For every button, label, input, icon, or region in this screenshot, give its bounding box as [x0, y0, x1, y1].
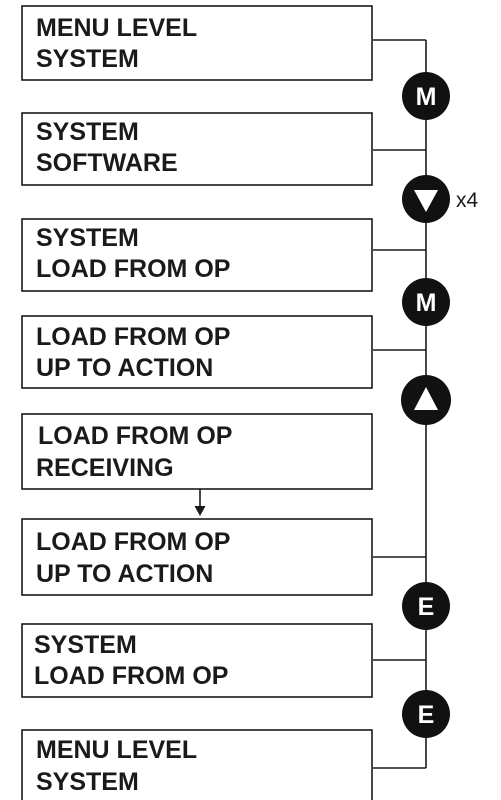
screen-4-line-2: UP TO ACTION	[36, 354, 213, 382]
menu-key-2-label: M	[416, 289, 437, 317]
display-screen-1: MENU LEVEL SYSTEM	[21, 5, 373, 81]
display-screen-4: LOAD FROM OP UP TO ACTION	[21, 315, 373, 389]
screen-1-line-2: SYSTEM	[36, 45, 139, 73]
menu-key-1: M	[402, 72, 450, 120]
screen-3-line-1: SYSTEM	[36, 224, 139, 252]
screen-3-line-2: LOAD FROM OP	[36, 255, 230, 283]
screen-2-line-1: SYSTEM	[36, 118, 139, 146]
up-key	[401, 375, 451, 425]
display-screen-7: SYSTEM LOAD FROM OP	[21, 623, 373, 698]
screen-6-line-2: UP TO ACTION	[36, 560, 213, 588]
transition-arrow	[194, 489, 206, 516]
display-screen-5: LOAD FROM OP RECEIVING	[21, 413, 373, 490]
screen-2-line-2: SOFTWARE	[36, 149, 178, 177]
screen-6-line-1: LOAD FROM OP	[36, 528, 230, 556]
screen-5-line-1: LOAD FROM OP	[38, 422, 232, 450]
up-triangle-icon	[414, 387, 438, 410]
screen-1-line-1: MENU LEVEL	[36, 14, 197, 42]
display-screen-8: MENU LEVEL SYSTEM	[21, 729, 373, 800]
screen-5-line-2: RECEIVING	[36, 454, 174, 482]
menu-key-2: M	[402, 278, 450, 326]
escape-key-1-label: E	[418, 593, 435, 621]
down-triangle-icon	[414, 190, 438, 212]
menu-key-1-label: M	[416, 83, 437, 111]
display-screen-6: LOAD FROM OP UP TO ACTION	[21, 518, 373, 596]
screen-8-line-2: SYSTEM	[36, 768, 139, 796]
display-screen-2: SYSTEM SOFTWARE	[21, 112, 373, 186]
screen-7-line-1: SYSTEM	[34, 631, 137, 659]
escape-key-1: E	[402, 582, 450, 630]
repeat-count: x4	[456, 189, 479, 212]
screen-8-line-1: MENU LEVEL	[36, 736, 197, 764]
screen-4-line-1: LOAD FROM OP	[36, 323, 230, 351]
down-key	[402, 175, 450, 223]
screen-7-line-2: LOAD FROM OP	[34, 662, 228, 690]
escape-key-2-label: E	[418, 701, 435, 729]
display-screen-3: SYSTEM LOAD FROM OP	[21, 218, 373, 292]
escape-key-2: E	[402, 690, 450, 738]
